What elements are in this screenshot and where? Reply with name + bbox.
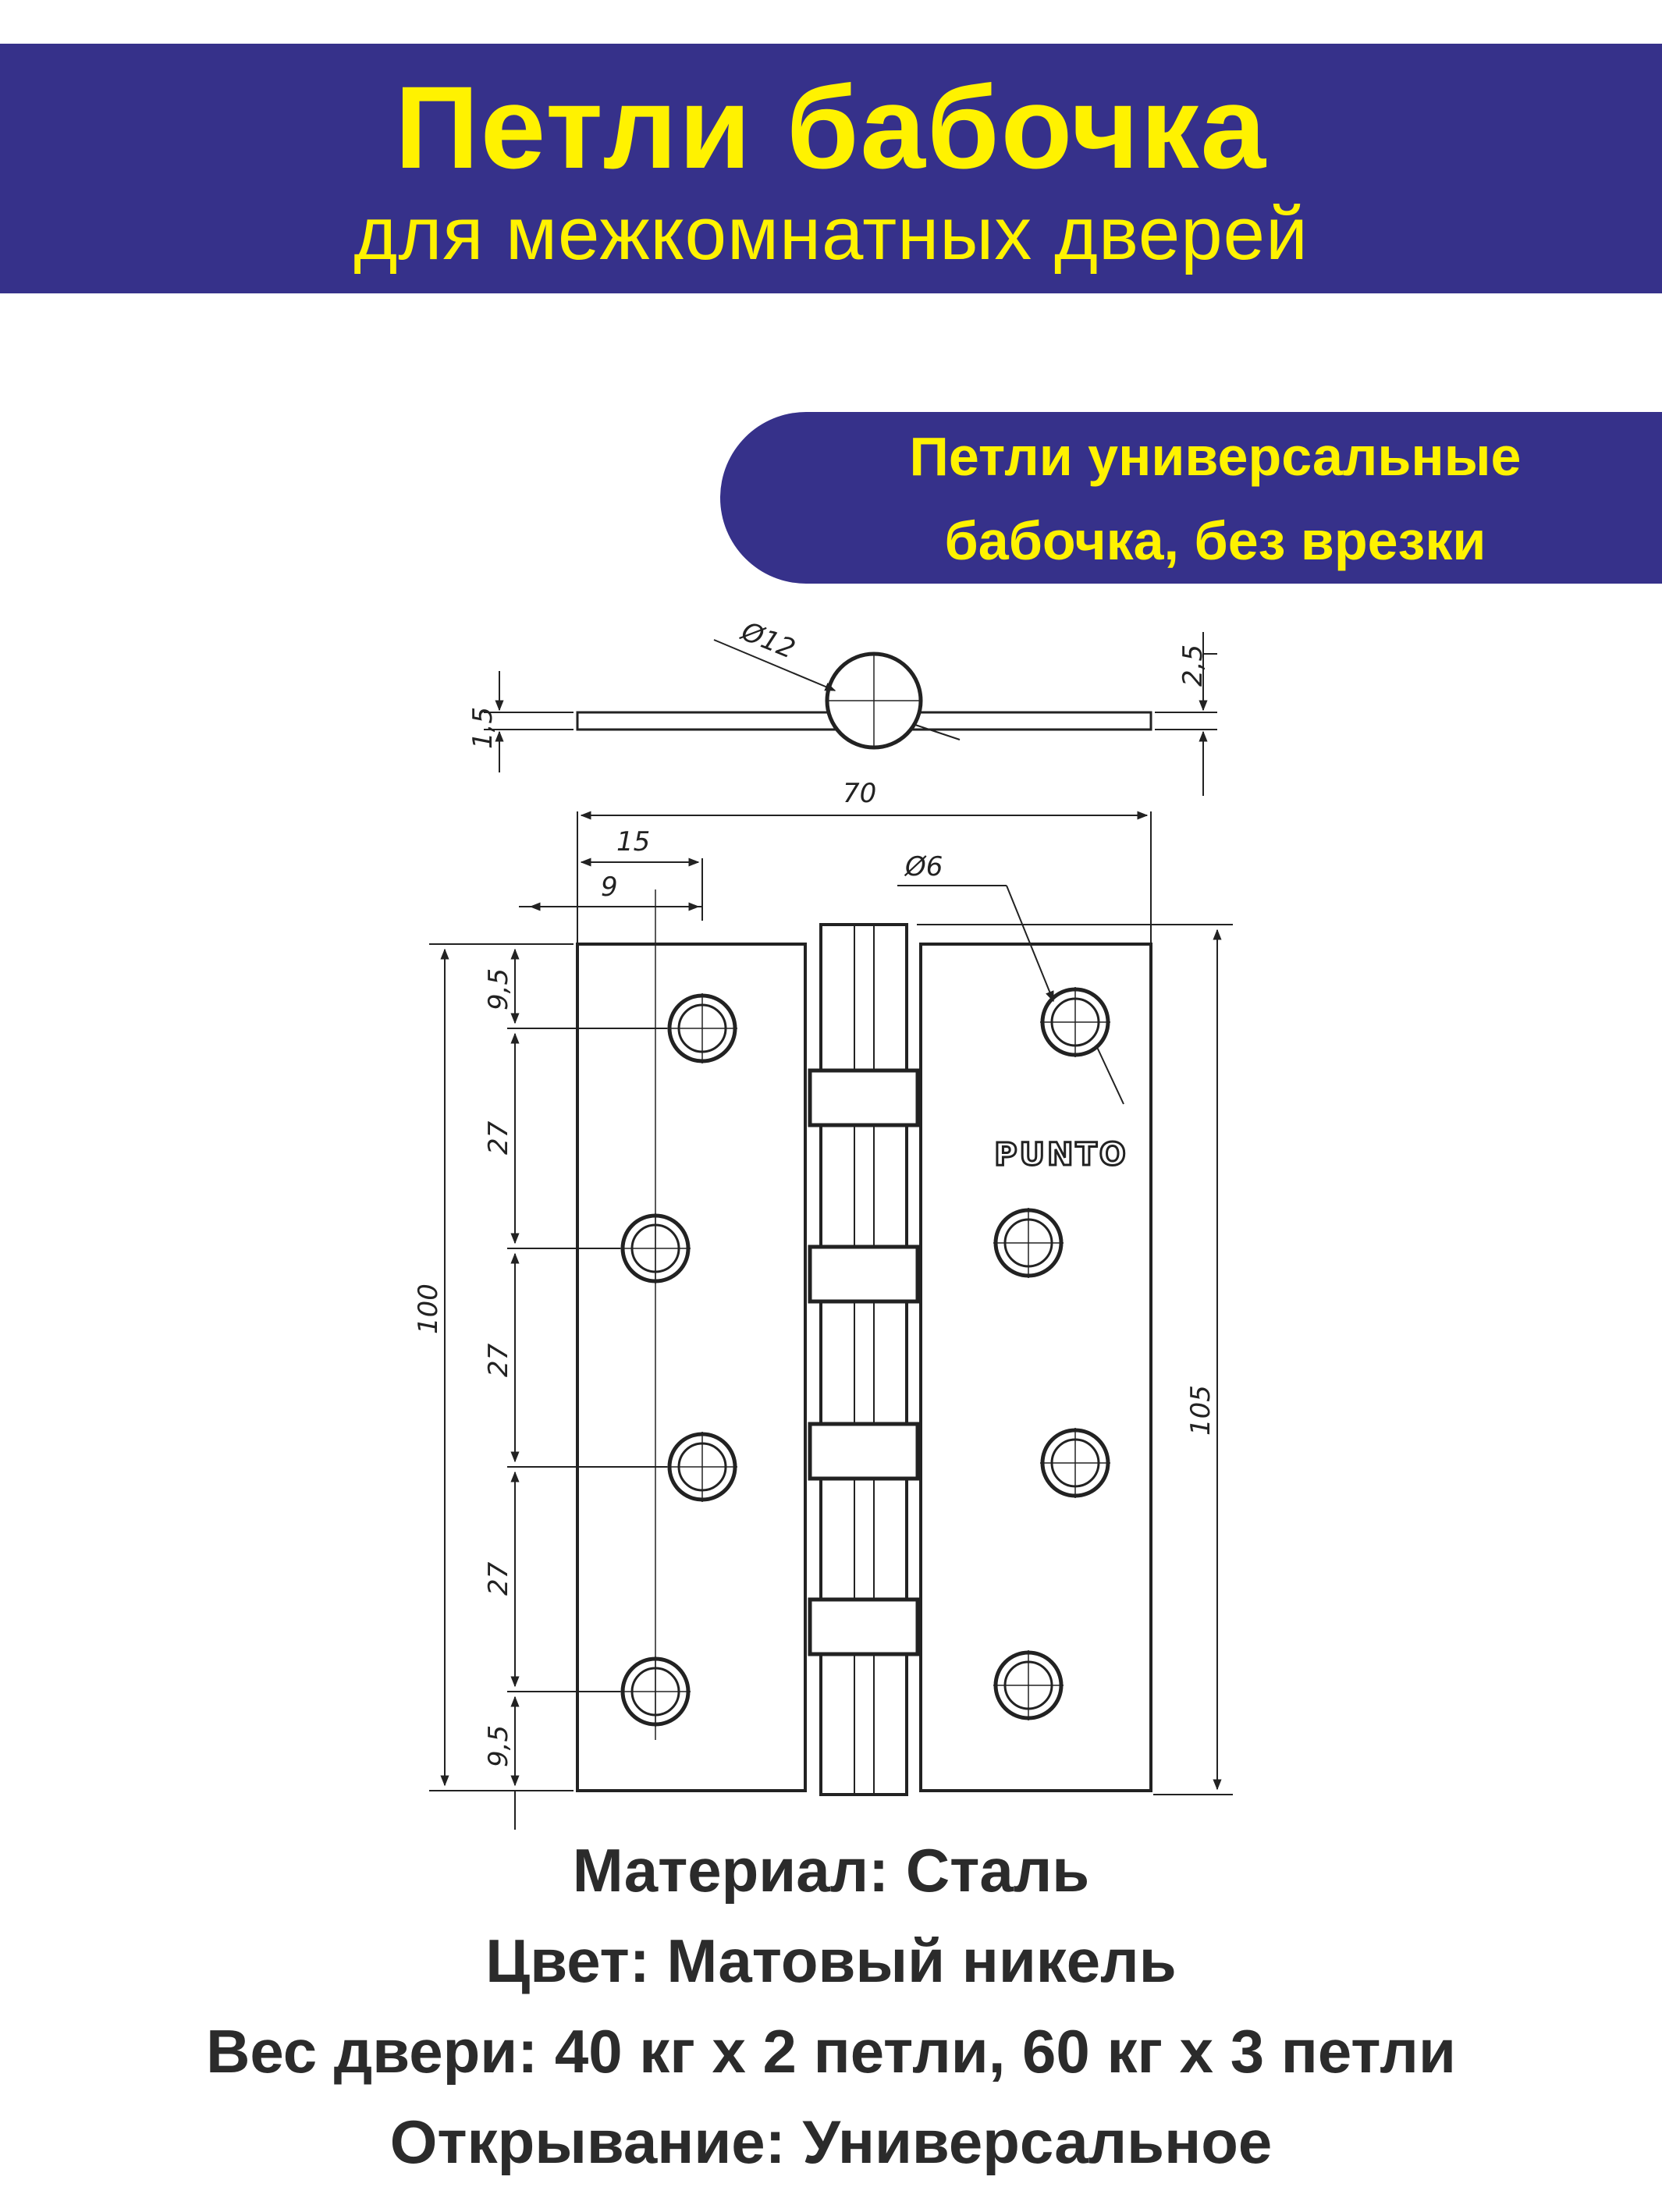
page-title: Петли бабочка	[394, 62, 1268, 193]
brand-mark: PUNTO	[994, 1137, 1128, 1173]
dimension-lines	[429, 811, 1233, 1830]
page-subtitle: для межкомнатных дверей	[353, 192, 1309, 275]
dim-spacing-1: 27	[483, 1120, 514, 1155]
right-leaf	[919, 943, 1152, 1792]
screw-hole-icon	[993, 1208, 1064, 1278]
dim-total-height: 105	[1185, 1385, 1216, 1436]
dim-offset-9: 9	[601, 872, 618, 903]
feature-badge	[720, 412, 1662, 584]
dim-thickness-right: 2,5	[1177, 644, 1209, 687]
dim-hole-diameter: Ø6	[904, 851, 943, 882]
dim-leaf-height: 100	[413, 1284, 444, 1334]
dim-top-margin: 9,5	[483, 968, 514, 1010]
dim-bottom-margin: 9,5	[483, 1725, 514, 1767]
spec-door-weight: Вес двери: 40 кг х 2 петли, 60 кг х 3 пе…	[206, 2017, 1456, 2086]
spec-material: Материал: Сталь	[572, 1836, 1090, 1905]
knuckle-barrel	[819, 923, 908, 1796]
feature-badge-line2: бабочка, без врезки	[944, 510, 1486, 571]
dim-spacing-3: 27	[483, 1561, 514, 1596]
left-leaf	[576, 943, 807, 1792]
dim-thickness-left: 1,5	[467, 707, 499, 749]
screw-hole-icon	[1040, 987, 1110, 1057]
dim-pin-diameter: Ø12	[736, 616, 800, 666]
feature-badge-line1: Петли универсальные	[909, 426, 1522, 487]
screw-hole-icon	[1040, 1428, 1110, 1498]
dim-spacing-2: 27	[483, 1343, 514, 1377]
top-view	[484, 632, 1217, 796]
screw-hole-icon	[667, 1432, 737, 1502]
bearing-rings	[808, 1068, 920, 1656]
front-view	[576, 923, 1152, 1796]
dim-overall-width: 70	[843, 778, 876, 809]
spec-color: Цвет: Матовый никель	[485, 1926, 1177, 1995]
spec-opening: Открывание: Универсальное	[389, 2107, 1273, 2176]
header-banner	[0, 44, 1662, 293]
screw-hole-icon	[667, 993, 737, 1063]
dim-offset-15: 15	[616, 826, 650, 857]
screw-hole-icon	[993, 1650, 1064, 1720]
